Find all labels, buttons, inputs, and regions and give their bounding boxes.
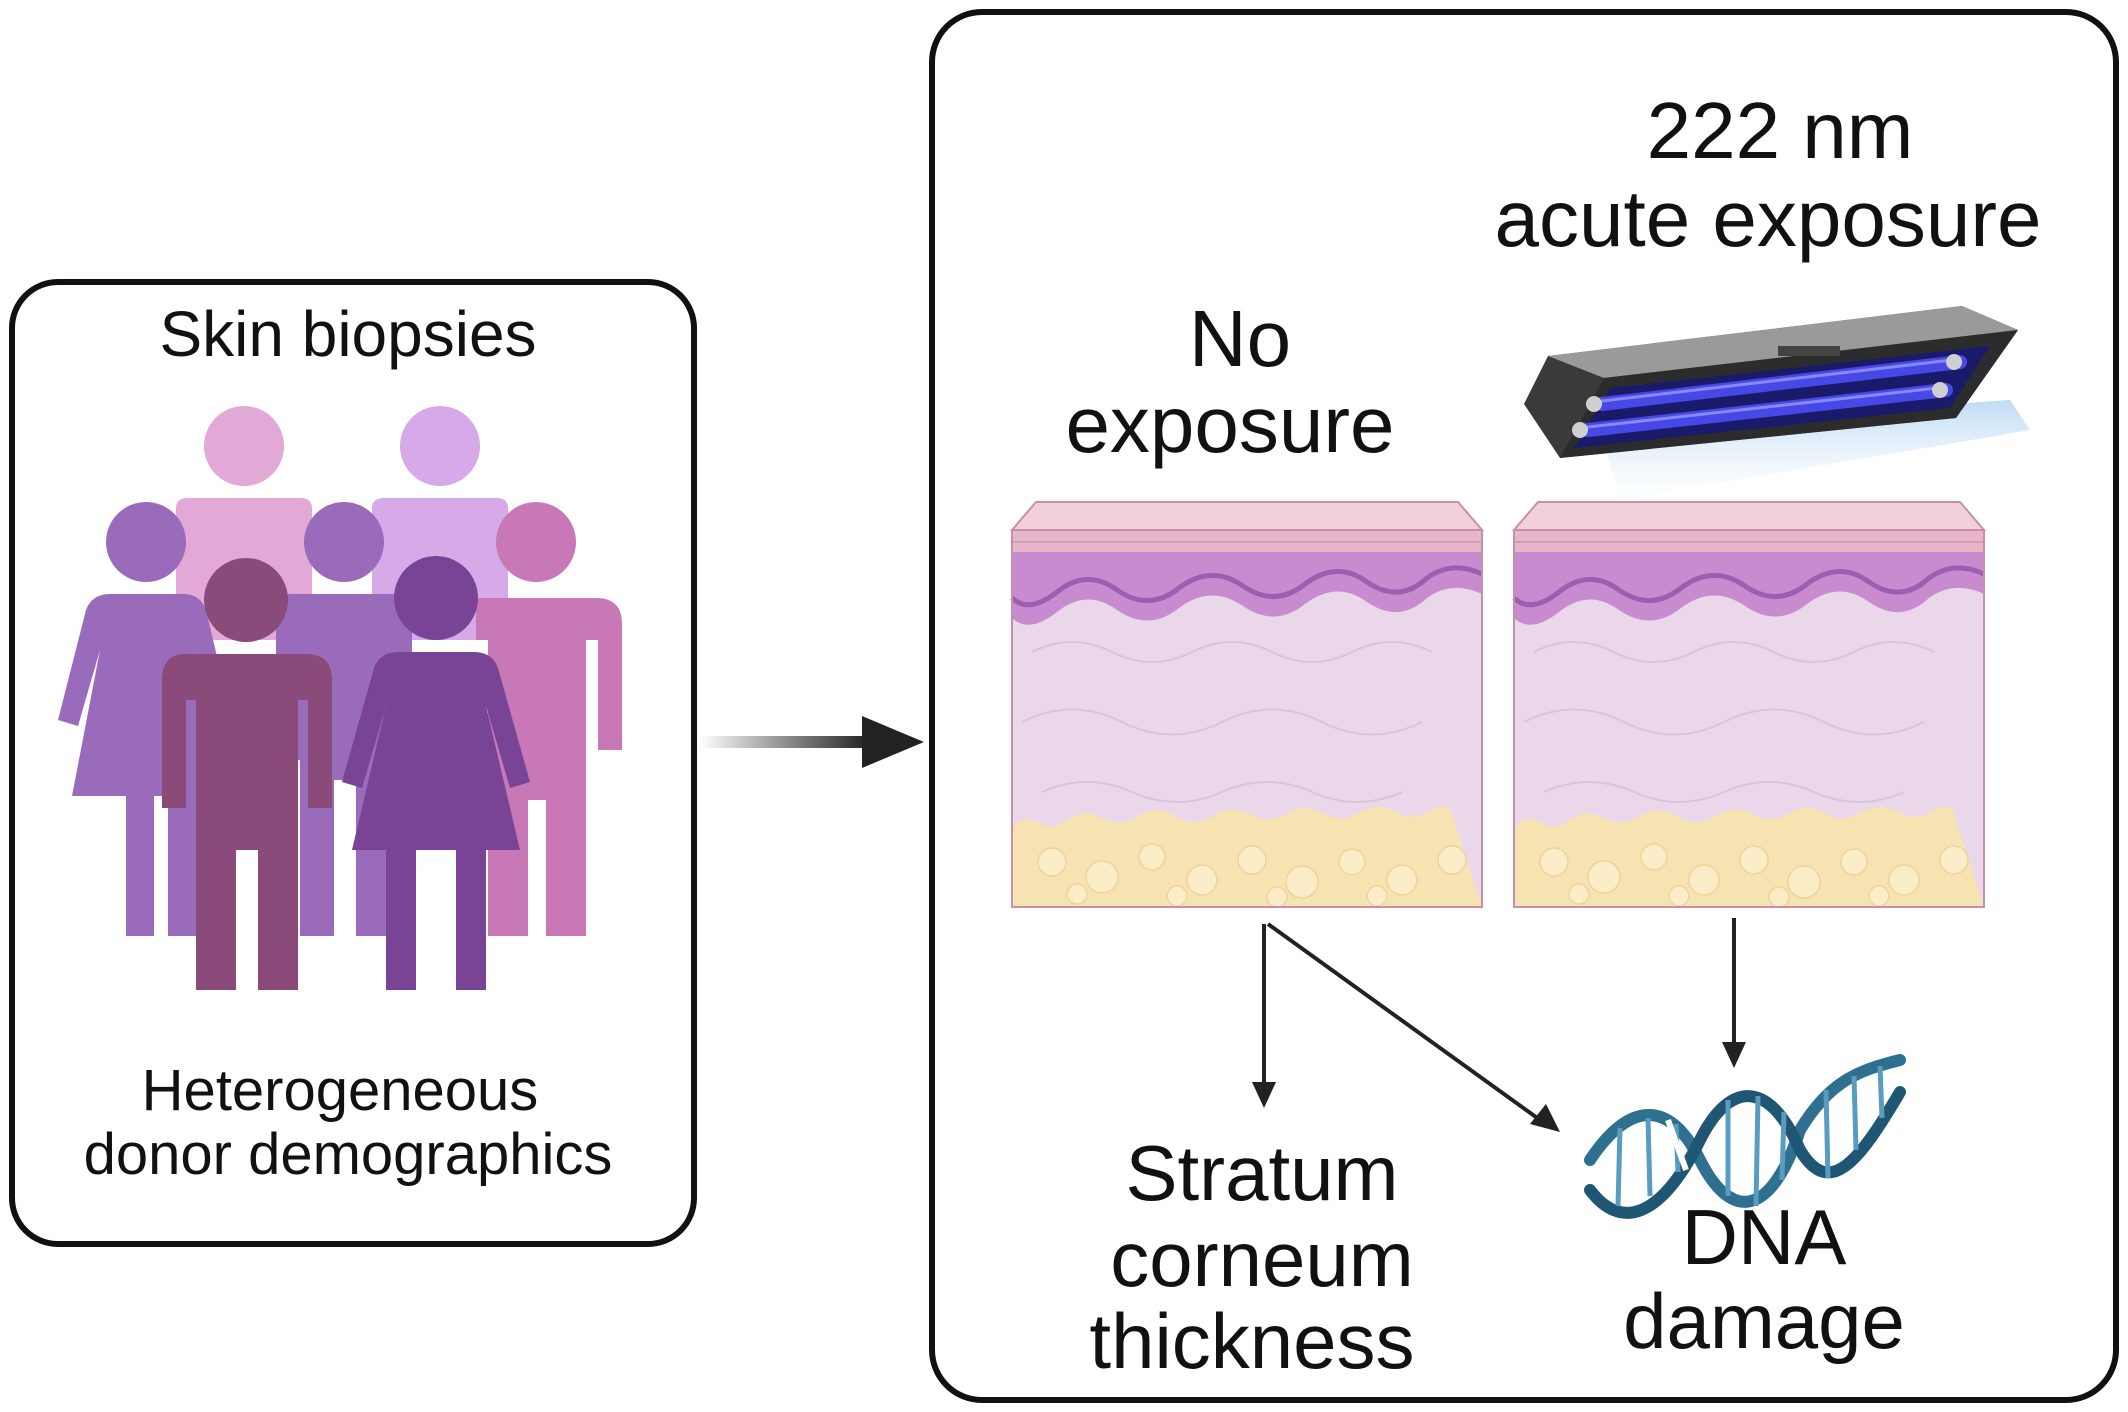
arrow-icon [1266, 922, 1560, 1132]
exposure-label-line1: 222 nm [1647, 86, 1914, 175]
outcome-sc-line2: corneum [1110, 1215, 1413, 1303]
outcome-sc-line3: thickness [1089, 1297, 1414, 1385]
outcome-dna-line2: damage [1623, 1277, 1905, 1365]
arrow-icon [1252, 924, 1276, 1108]
skin-cross-section-icon [1514, 502, 1984, 907]
skin-cross-section-icon [1012, 502, 1482, 907]
exposure-label-line2: acute exposure [1494, 174, 2041, 263]
uv-lamp-icon [1524, 306, 2030, 500]
left-panel-caption-line2: donor demographics [84, 1122, 613, 1187]
person-front-left [162, 558, 332, 990]
left-panel-caption-line1: Heterogeneous [142, 1058, 539, 1123]
dna-helix-icon [1584, 1054, 1906, 1219]
left-panel: Skin biopsies [9, 279, 697, 1247]
arrow-icon [700, 716, 924, 768]
outcome-dna-line1: DNA [1682, 1193, 1847, 1281]
people-group-icon [58, 406, 622, 990]
right-panel: 222 nm acute exposure No exposure [929, 9, 2119, 1403]
control-label-line1: No [1189, 294, 1291, 383]
outcome-sc-line1: Stratum [1125, 1129, 1398, 1217]
left-panel-title: Skin biopsies [159, 298, 536, 370]
person-mid-right [476, 502, 622, 936]
arrow-icon [1722, 918, 1746, 1068]
control-label-line2: exposure [1065, 380, 1394, 469]
person-front-right [342, 556, 530, 990]
